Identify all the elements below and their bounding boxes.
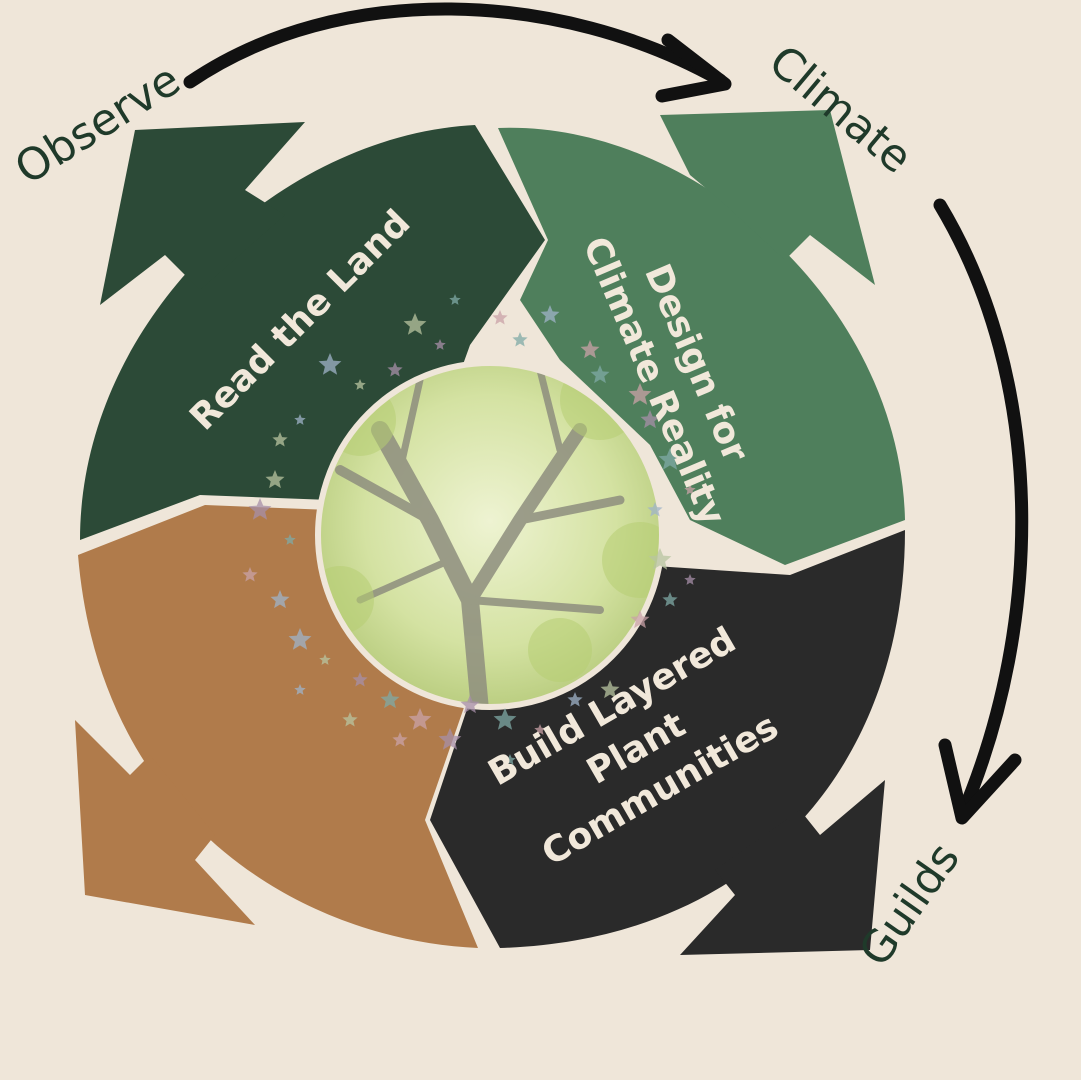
sparkle-star [647,502,663,517]
sparkle-star [492,310,508,325]
arrowhead-build-layered-plant-communities [680,780,885,955]
sparkle-star [272,432,288,447]
sparkle-star [684,574,696,585]
sparkle-star [248,498,272,520]
sparkle-star [580,340,600,359]
sparkle-star [354,379,366,390]
arrowhead-climate-to-guilds [938,738,1022,825]
sparkle-star [352,672,368,687]
arrowhead-read-the-land [100,122,305,305]
sparkle-star [294,414,306,425]
sparkle-star [460,695,480,714]
sparkle-star [600,680,620,699]
sparkle-star [318,353,342,375]
sparkle-star [504,754,516,765]
arrow-climate-to-guilds [933,198,1029,822]
center-ring [315,360,665,710]
sparkle-star [493,708,517,730]
sparkle-star [658,448,682,470]
sparkle-star [630,610,650,629]
sparkle-star [540,305,560,324]
sparkle-star [567,692,583,707]
sparkle-star [449,294,461,305]
sparkle-star [648,548,672,570]
sparkle-star [342,712,358,727]
sparkle-star [288,628,312,650]
arrowhead-design-for-climate-reality [660,110,875,285]
arrowhead-earth [75,720,255,925]
sparkle-star [265,470,285,489]
sparkle-star [270,590,290,609]
arrow-observe-to-climate [183,2,727,89]
sparkle-star [403,313,427,335]
sparkle-star [242,567,258,582]
sparkle-star [628,383,652,405]
sparkle-star [284,534,296,545]
sparkle-stars [242,294,696,765]
sparkle-star [380,690,400,709]
sparkle-star [294,684,306,695]
arrowhead-observe-to-climate [655,33,732,103]
segment-build-layered-plant-communities [430,530,905,948]
sparkle-star [319,654,331,665]
segment-design-for-climate-reality [498,127,905,566]
sparkle-star [590,365,610,384]
sparkle-star [408,708,432,730]
sparkle-star [438,728,462,750]
sparkle-star [512,332,528,347]
sparkle-star [640,410,660,429]
sparkle-star [387,362,403,377]
sparkle-star [662,592,678,607]
sparkle-star [434,339,446,350]
sparkle-star [684,484,696,495]
sparkle-star [392,732,408,747]
sparkle-star [534,724,546,735]
